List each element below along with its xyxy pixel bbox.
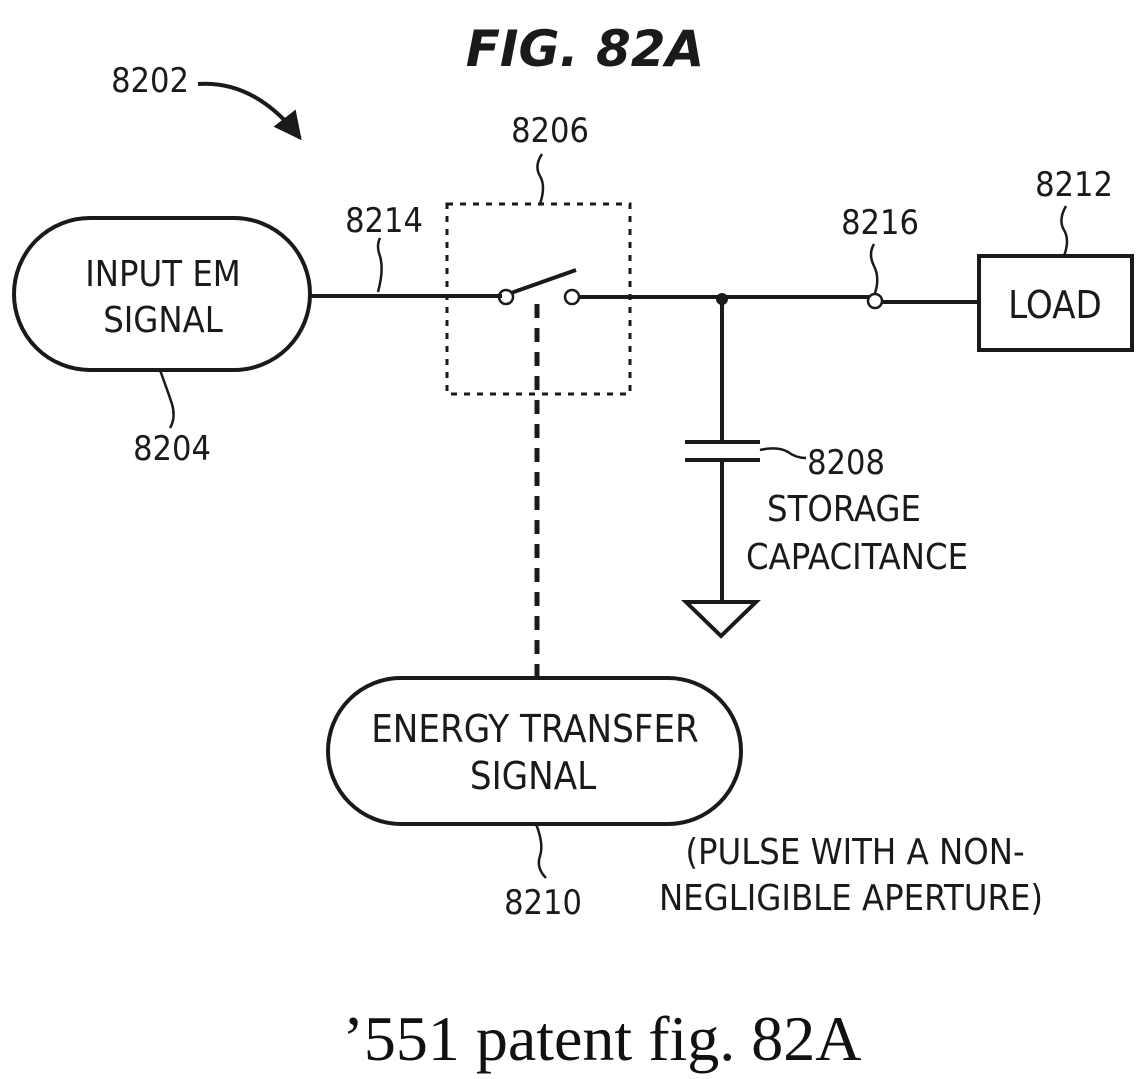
ref-input-line-label: 8214 [345, 201, 423, 241]
ref-input-signal-label: 8204 [133, 429, 211, 469]
ref-switch-label: 8206 [511, 111, 589, 151]
ref-capacitor-label: 8208 [807, 443, 885, 483]
ref-output-node-label: 8216 [841, 203, 919, 243]
ref-capacitor-leader [759, 447, 807, 460]
figure-title: FIG. 82A [466, 20, 704, 78]
ref-overall-arrow [197, 81, 302, 141]
ref-switch-leader [536, 153, 545, 205]
load-box [977, 254, 1134, 352]
figure-caption: ’551 patent fig. 82A [343, 1003, 862, 1074]
capacitor-text-line2: CAPACITANCE [746, 537, 968, 578]
ref-input-signal-leader [158, 369, 175, 429]
output-node [866, 292, 884, 310]
switch-contact-left [497, 288, 515, 306]
ground-symbol [681, 600, 761, 639]
ref-load-label: 8212 [1035, 165, 1113, 205]
load-label: LOAD [1008, 283, 1102, 327]
ref-overall-label: 8202 [111, 61, 189, 101]
ref-output-node-leader [869, 243, 879, 294]
pulse-note-line1: (PULSE WITH A NON- [685, 832, 1024, 873]
input-signal-text-line2: SIGNAL [103, 300, 223, 341]
ref-energy-signal-leader [534, 823, 547, 879]
capacitor-text-line1: STORAGE [767, 489, 921, 530]
energy-signal-text-line1: ENERGY TRANSFER [371, 707, 699, 751]
ref-load-leader [1060, 205, 1069, 257]
switch-blade [510, 268, 577, 295]
pulse-note-line2: NEGLIGIBLE APERTURE) [659, 878, 1043, 919]
energy-signal-text-line2: SIGNAL [470, 754, 596, 798]
ref-energy-signal-label: 8210 [504, 883, 582, 923]
energy-transfer-signal-shape [326, 676, 743, 826]
ref-input-line-leader [376, 237, 383, 293]
input-signal-text-line1: INPUT EM [85, 254, 240, 295]
switch-contact-right [563, 288, 581, 306]
